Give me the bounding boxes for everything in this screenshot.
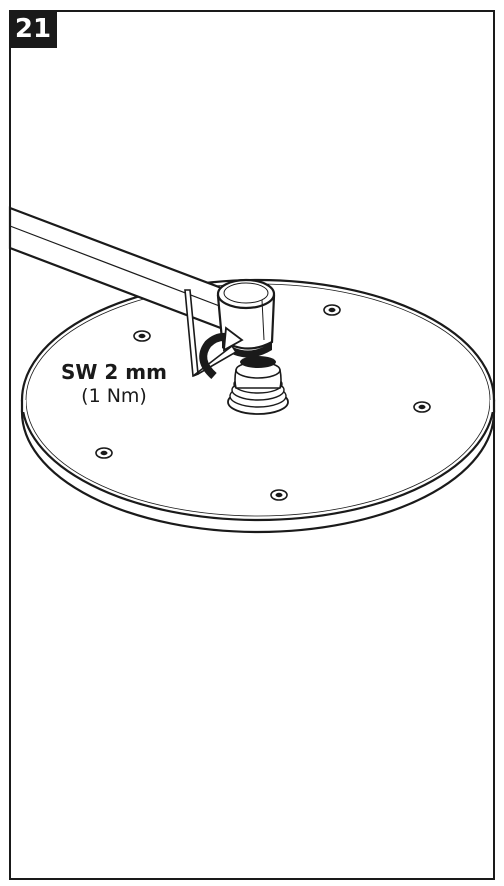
screw-icon <box>270 489 288 501</box>
step-number-badge: 21 <box>9 10 57 48</box>
wrench-annotation: SW 2 mm (1 Nm) <box>44 360 184 408</box>
screw-icon <box>133 330 151 342</box>
screw-icon <box>95 447 113 459</box>
screw-icon <box>413 401 431 413</box>
page-frame <box>9 10 495 880</box>
wrench-size-label: SW 2 mm <box>61 360 167 384</box>
rotation-arrow-icon <box>199 326 244 379</box>
swivel-joint <box>227 356 289 415</box>
torque-label: (1 Nm) <box>81 385 147 407</box>
screw-icon <box>323 304 341 316</box>
